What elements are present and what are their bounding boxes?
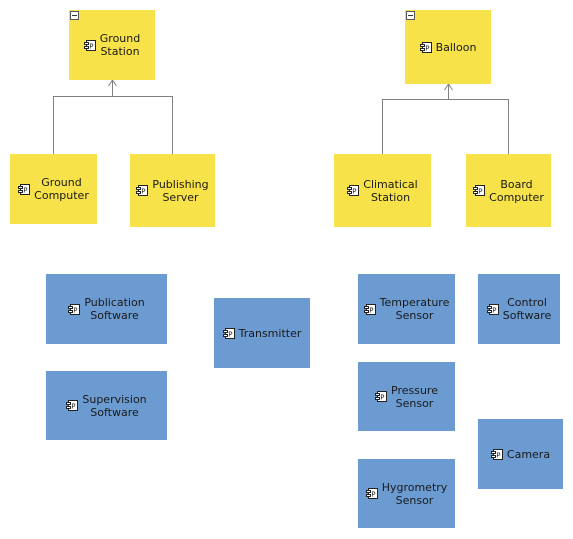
edge-board-computer-to-balloon	[448, 99, 509, 154]
part-label: Temperature Sensor	[379, 296, 450, 322]
collapse-toggle[interactable]	[70, 11, 79, 20]
svg-text:P: P	[72, 403, 76, 411]
part-label: Publishing Server	[152, 177, 209, 204]
component-icon: P	[365, 488, 378, 499]
part-ground-computer[interactable]: P Ground Computer	[10, 154, 97, 224]
svg-text:P: P	[478, 188, 482, 196]
part-label: Ground Station	[99, 32, 141, 58]
part-label: Board Computer	[489, 177, 544, 204]
component-icon: P	[363, 303, 376, 315]
svg-text:P: P	[492, 306, 496, 314]
part-hygrometry-sensor[interactable]: P Hygrometry Sensor	[358, 459, 455, 528]
part-label: Climatical Station	[363, 177, 418, 204]
component-icon: P	[18, 183, 31, 195]
part-label: Control Software	[502, 296, 552, 322]
part-temperature-sensor[interactable]: P Temperature Sensor	[358, 274, 455, 344]
component-icon: P	[486, 303, 499, 315]
edge-ground-computer-to-ground-station	[53, 81, 113, 154]
component-icon: P	[419, 41, 432, 53]
component-icon: P	[222, 327, 235, 339]
part-balloon[interactable]: P Balloon	[405, 10, 491, 84]
svg-text:P: P	[89, 42, 93, 50]
part-camera[interactable]: P Camera	[478, 419, 563, 489]
svg-text:P: P	[425, 44, 429, 52]
part-ground-station[interactable]: P Ground Station	[69, 10, 155, 80]
collapse-toggle[interactable]	[406, 11, 415, 20]
component-icon: P	[66, 400, 79, 411]
part-label: Transmitter	[238, 326, 302, 340]
svg-text:P: P	[228, 330, 232, 338]
part-pressure-sensor[interactable]: P Pressure Sensor	[358, 362, 455, 431]
component-icon: P	[347, 185, 360, 196]
part-publishing-server[interactable]: P Publishing Server	[130, 154, 215, 227]
component-icon: P	[136, 185, 149, 196]
component-icon: P	[83, 39, 96, 51]
part-label: Publication Software	[84, 296, 145, 322]
arrowhead-balloon	[444, 83, 453, 91]
svg-text:P: P	[352, 188, 356, 196]
svg-text:P: P	[496, 451, 500, 459]
part-label: Ground Computer	[34, 176, 89, 202]
svg-text:P: P	[23, 186, 27, 194]
part-board-computer[interactable]: P Board Computer	[466, 154, 551, 227]
part-label: Balloon	[435, 40, 477, 54]
part-supervision-software[interactable]: P Supervision Software	[46, 371, 167, 440]
edge-publishing-server-to-ground-station	[112, 96, 173, 154]
component-icon: P	[473, 185, 486, 196]
part-label: Supervision Software	[82, 392, 147, 419]
part-publication-software[interactable]: P Publication Software	[46, 274, 167, 344]
part-label: Camera	[506, 447, 551, 461]
part-label: Hygrometry Sensor	[381, 480, 448, 507]
svg-text:P: P	[369, 306, 373, 314]
component-icon: P	[68, 303, 81, 315]
arrowhead-ground-station	[108, 79, 117, 87]
svg-text:P: P	[371, 491, 375, 499]
component-icon: P	[375, 391, 387, 402]
svg-text:P: P	[142, 188, 146, 196]
part-control-software[interactable]: P Control Software	[478, 274, 560, 344]
svg-text:P: P	[74, 306, 78, 314]
component-icon: P	[490, 448, 503, 460]
part-transmitter[interactable]: P Transmitter	[214, 298, 310, 368]
edge-climatical-station-to-balloon	[382, 85, 449, 154]
part-climatical-station[interactable]: P Climatical Station	[334, 154, 431, 227]
svg-text:P: P	[380, 394, 384, 402]
part-label: Pressure Sensor	[391, 383, 438, 410]
